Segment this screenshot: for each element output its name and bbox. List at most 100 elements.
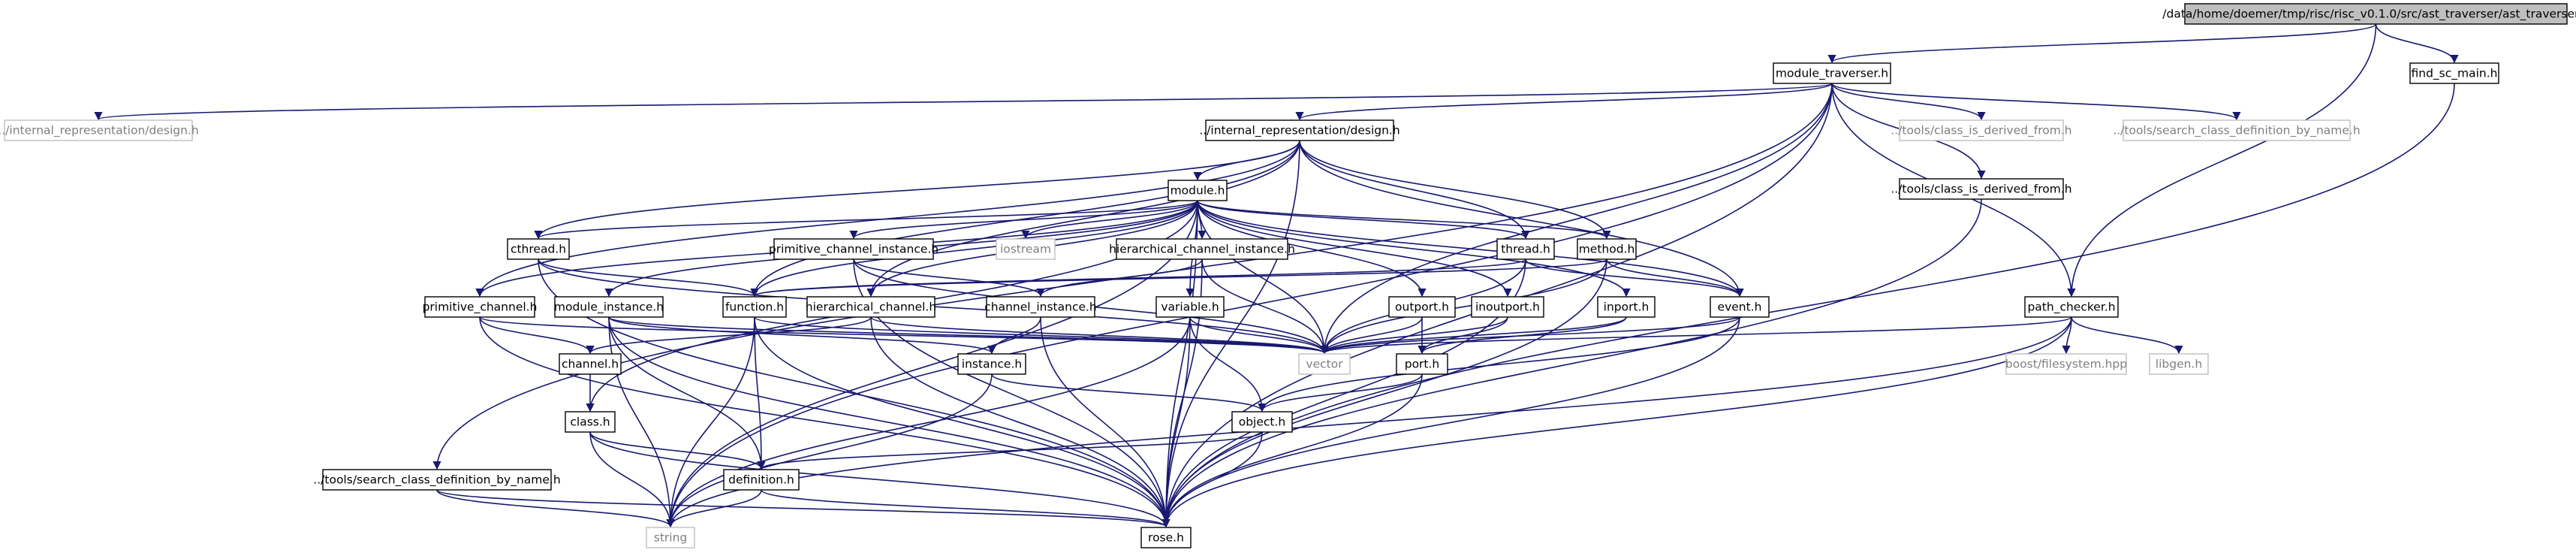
include-edge-module_instance-to-definition bbox=[608, 316, 766, 470]
node-instance[interactable]: instance.h bbox=[957, 353, 1026, 375]
node-class-derived[interactable]: ../tools/class_is_derived_from.h bbox=[1891, 178, 2072, 200]
include-edge-path_checker-to-vector bbox=[1320, 316, 2072, 355]
node-box bbox=[1471, 296, 1544, 318]
node-label: ../internal_representation/design.h bbox=[0, 124, 199, 138]
node-rose[interactable]: rose.h bbox=[1140, 527, 1192, 548]
node-box bbox=[1116, 238, 1288, 260]
include-edge-method-to-vector bbox=[1320, 258, 1607, 355]
node-box bbox=[1396, 353, 1448, 375]
include-edge-hierarchical_channel_instance-to-vector bbox=[1201, 258, 1329, 355]
node-label: primitive_channel.h bbox=[423, 301, 538, 315]
node-label: module_instance.h bbox=[554, 301, 664, 315]
node-box bbox=[2149, 353, 2209, 375]
node-inport[interactable]: inport.h bbox=[1597, 296, 1656, 318]
node-box bbox=[1899, 178, 2064, 200]
include-edge-class-to-rose bbox=[589, 431, 1170, 528]
include-edge-module_instance-to-string bbox=[608, 316, 675, 528]
include-edge-class_derived-to-rose bbox=[1161, 198, 1982, 528]
node-class-derived-ext: ../tools/class_is_derived_from.h bbox=[1891, 119, 2072, 141]
include-edge-method-to-rose bbox=[1161, 258, 1607, 528]
node-cthread[interactable]: cthread.h bbox=[507, 238, 570, 260]
node-primitive-channel-instance[interactable]: primitive_channel_instance.h bbox=[769, 238, 939, 260]
node-box bbox=[559, 353, 622, 375]
node-box bbox=[2409, 62, 2499, 84]
node-libgen: libgen.h bbox=[2149, 353, 2209, 375]
node-design[interactable]: ../internal_representation/design.h bbox=[1199, 119, 1400, 141]
node-label: instance.h bbox=[962, 358, 1022, 371]
node-channel-instance[interactable]: channel_instance.h bbox=[984, 296, 1097, 318]
node-box bbox=[1710, 296, 1770, 318]
include-edge-inoutport-to-port bbox=[1418, 316, 1508, 355]
include-edge-variable-to-rose bbox=[1161, 316, 1191, 528]
include-edge-primitive_channel-to-rose bbox=[479, 316, 1170, 528]
node-thread[interactable]: thread.h bbox=[1496, 238, 1555, 260]
node-module-instance[interactable]: module_instance.h bbox=[554, 296, 664, 318]
node-class[interactable]: class.h bbox=[565, 411, 616, 433]
node-label: ../tools/search_class_definition_by_name… bbox=[2113, 124, 2360, 138]
node-box bbox=[773, 238, 934, 260]
node-label: inport.h bbox=[1604, 301, 1650, 314]
include-edge-module_traverser-to-design bbox=[1295, 83, 1833, 121]
node-label: vector bbox=[1306, 358, 1343, 371]
include-edge-thread-to-event bbox=[1525, 258, 1744, 298]
include-edge-module_instance-to-rose bbox=[608, 316, 1170, 528]
include-edge-module_traverser-to-class_derived_ext bbox=[1831, 83, 1986, 121]
node-event[interactable]: event.h bbox=[1710, 296, 1770, 318]
node-channel[interactable]: channel.h bbox=[559, 353, 622, 375]
node-method[interactable]: method.h bbox=[1577, 238, 1637, 260]
include-edge-root-to-path_checker bbox=[2067, 23, 2377, 298]
node-port[interactable]: port.h bbox=[1396, 353, 1448, 375]
node-label: cthread.h bbox=[511, 243, 566, 256]
node-box bbox=[322, 469, 552, 491]
edges-layer bbox=[95, 23, 2459, 528]
node-find-sc-main[interactable]: find_sc_main.h bbox=[2409, 62, 2499, 84]
node-outport[interactable]: outport.h bbox=[1388, 296, 1456, 318]
node-module[interactable]: module.h bbox=[1167, 180, 1228, 201]
node-box bbox=[1577, 238, 1637, 260]
include-edge-primitive_channel-to-channel bbox=[479, 316, 595, 355]
node-hierarchical-channel-instance[interactable]: hierarchical_channel_instance.h bbox=[1109, 238, 1295, 260]
node-label: port.h bbox=[1405, 358, 1440, 371]
node-inoutport[interactable]: inoutport.h bbox=[1471, 296, 1544, 318]
include-edge-module_traverser-to-design_ext bbox=[95, 83, 1833, 121]
node-label: ../internal_representation/design.h bbox=[1199, 124, 1399, 138]
include-edge-variable-to-object bbox=[1189, 316, 1267, 412]
include-edge-module-to-thread bbox=[1197, 200, 1530, 240]
node-box bbox=[507, 238, 570, 260]
include-edge-object-to-rose bbox=[1161, 431, 1263, 528]
include-edge-hierarchical_channel-to-rose bbox=[870, 316, 1170, 528]
node-box bbox=[1231, 411, 1293, 433]
include-edge-search_class-to-rose bbox=[436, 489, 1170, 528]
node-iostream: iostream bbox=[996, 238, 1056, 260]
node-path-checker[interactable]: path_checker.h bbox=[2024, 296, 2119, 318]
node-variable[interactable]: variable.h bbox=[1155, 296, 1225, 318]
node-object[interactable]: object.h bbox=[1231, 411, 1293, 433]
node-function[interactable]: function.h bbox=[722, 296, 787, 318]
node-primitive-channel[interactable]: primitive_channel.h bbox=[423, 296, 538, 318]
include-edge-design-to-event bbox=[1299, 140, 1744, 298]
node-root[interactable]: /data/home/doemer/tmp/risc/risc_v0.1.0/s… bbox=[2162, 3, 2576, 25]
node-box bbox=[723, 469, 800, 491]
node-label: outport.h bbox=[1395, 301, 1449, 314]
include-edge-event-to-vector bbox=[1320, 316, 1740, 355]
node-search-class[interactable]: ../tools/search_class_definition_by_name… bbox=[313, 469, 561, 491]
node-label: variable.h bbox=[1161, 301, 1219, 314]
node-box bbox=[2024, 296, 2119, 318]
node-box bbox=[565, 411, 616, 433]
include-edge-design-to-thread bbox=[1299, 140, 1530, 240]
node-label: channel_instance.h bbox=[984, 301, 1097, 315]
node-label: method.h bbox=[1579, 243, 1635, 256]
include-edge-hierarchical_channel-to-channel bbox=[586, 316, 872, 355]
include-edge-primitive_channel-to-vector bbox=[479, 316, 1329, 355]
include-edge-design-to-method bbox=[1299, 140, 1611, 240]
node-module-traverser[interactable]: module_traverser.h bbox=[1773, 62, 1891, 84]
include-edge-module-to-vector bbox=[1197, 200, 1329, 355]
include-edge-module_traverser-to-string bbox=[666, 83, 1833, 528]
node-hierarchical-channel[interactable]: hierarchical_channel.h bbox=[806, 296, 936, 318]
include-edge-class-to-string bbox=[589, 431, 675, 528]
node-definition[interactable]: definition.h bbox=[723, 469, 800, 491]
node-string: string bbox=[646, 527, 695, 548]
include-edge-inport-to-vector bbox=[1320, 316, 1627, 355]
node-label: ../tools/search_class_definition_by_name… bbox=[313, 473, 560, 488]
node-label: path_checker.h bbox=[2027, 301, 2115, 315]
